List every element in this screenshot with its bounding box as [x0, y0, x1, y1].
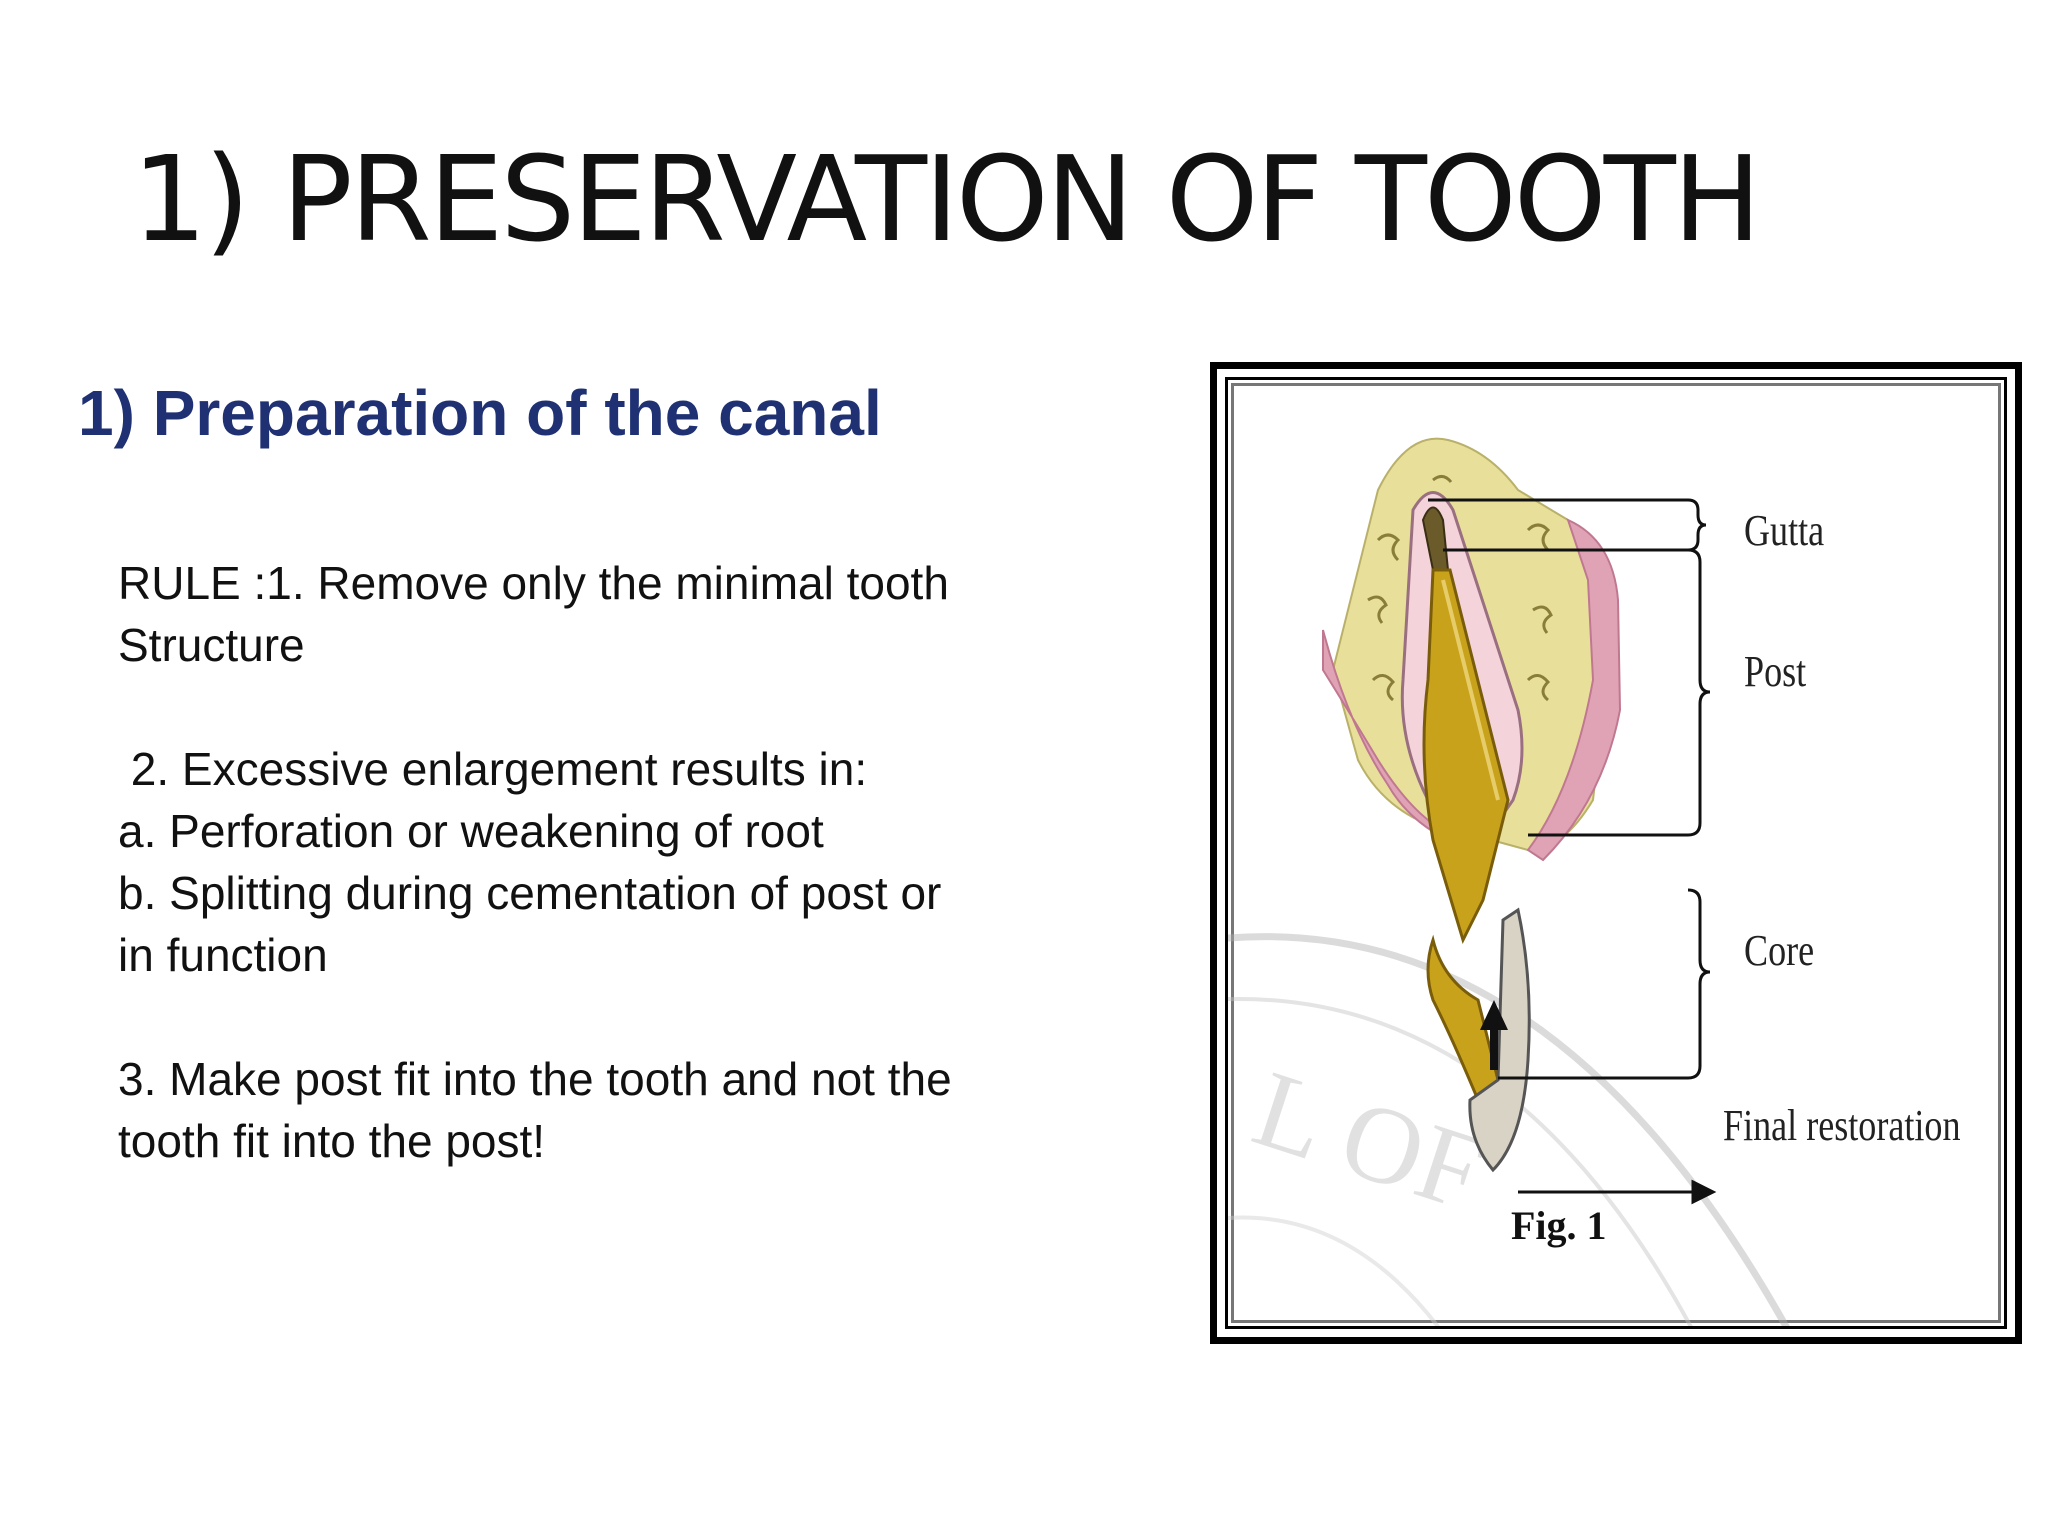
label-core: Core	[1744, 926, 1815, 975]
rules-text-block: RULE :1. Remove only the minimal tooth S…	[118, 552, 1078, 1172]
rule-3-line-2: tooth fit into the post!	[118, 1115, 546, 1167]
rule-1-line-1: RULE :1. Remove only the minimal tooth	[118, 557, 949, 609]
label-final-restoration: Final restoration	[1723, 1101, 1961, 1150]
svg-text:L OF: L OF	[1241, 1047, 1499, 1234]
label-gutta: Gutta	[1744, 506, 1825, 555]
rule-3-line-1: 3. Make post fit into the tooth and not …	[118, 1053, 952, 1105]
figure-frame: L OF	[1210, 362, 2022, 1344]
insertion-arrow	[1480, 1000, 1508, 1070]
slide-title: 1) PRESERVATION OF TOOTH	[132, 130, 1761, 268]
rule-2-item-a: a. Perforation or weakening of root	[118, 805, 824, 857]
leader-lines	[1428, 498, 1717, 1205]
gutta-percha	[1421, 506, 1450, 571]
tooth-diagram: L OF	[1225, 377, 2007, 1329]
rule-2-item-b-line-1: b. Splitting during cementation of post …	[118, 867, 942, 919]
bone-trabeculae	[1367, 475, 1553, 702]
label-post: Post	[1744, 647, 1807, 696]
crown	[1468, 907, 1531, 1173]
gingiva-right	[1526, 518, 1622, 862]
paragraph-gap	[118, 986, 1078, 1048]
core	[1426, 934, 1500, 1103]
tooth-diagram-illustration: L OF	[1228, 437, 1790, 1326]
figure-caption: Fig. 1	[1511, 1203, 1607, 1248]
rule-1-line-2: Structure	[118, 619, 305, 671]
slide-subtitle: 1) Preparation of the canal	[78, 377, 882, 449]
rule-2-item-b-line-2: in function	[118, 929, 328, 981]
paragraph-gap	[118, 676, 1078, 738]
post	[1422, 568, 1510, 945]
label-braces	[1687, 498, 1711, 1080]
rule-2-intro: 2. Excessive enlargement results in:	[118, 743, 868, 795]
